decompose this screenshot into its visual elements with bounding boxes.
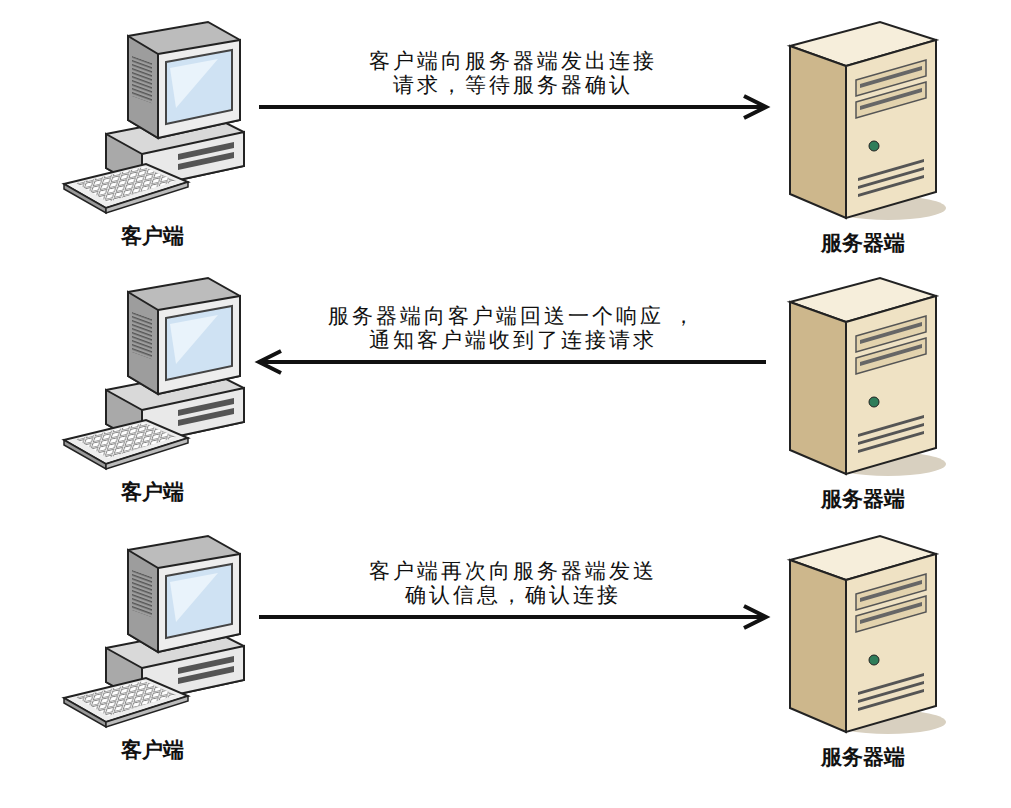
node-label: 客户端 xyxy=(46,480,259,505)
server-icon xyxy=(778,18,948,223)
node-label: 客户端 xyxy=(46,224,259,249)
computer-icon xyxy=(58,530,248,730)
server-tower: 服务器端 xyxy=(766,18,959,256)
arrow-line xyxy=(259,105,764,109)
node-label: 客户端 xyxy=(46,738,259,763)
server-tower: 服务器端 xyxy=(766,532,959,770)
message-arrow xyxy=(259,96,766,118)
arrow-label: 客户端向服务器端发出连接请求，等待服务器确认 xyxy=(361,49,665,97)
client-computer: 客户端 xyxy=(46,272,259,505)
node-label: 服务器端 xyxy=(766,745,959,770)
message-arrow xyxy=(259,351,766,373)
arrow-line xyxy=(259,615,764,619)
client-computer: 客户端 xyxy=(46,16,259,249)
arrow-label: 服务器端向客户端回送一个响应 ，通知客户端收到了连接请求 xyxy=(321,304,705,352)
computer-icon xyxy=(58,16,248,216)
node-label: 服务器端 xyxy=(766,487,959,512)
server-icon xyxy=(778,532,948,737)
arrow-head xyxy=(259,351,281,373)
message-arrow xyxy=(259,606,766,628)
computer-icon xyxy=(58,272,248,472)
node-label: 服务器端 xyxy=(766,231,959,256)
server-icon xyxy=(778,274,948,479)
arrow-label: 客户端再次向服务器端发送确认信息，确认连接 xyxy=(361,559,665,607)
server-tower: 服务器端 xyxy=(766,274,959,512)
arrow-head xyxy=(744,96,766,118)
arrow-head xyxy=(744,606,766,628)
client-computer: 客户端 xyxy=(46,530,259,763)
arrow-line xyxy=(261,360,766,364)
